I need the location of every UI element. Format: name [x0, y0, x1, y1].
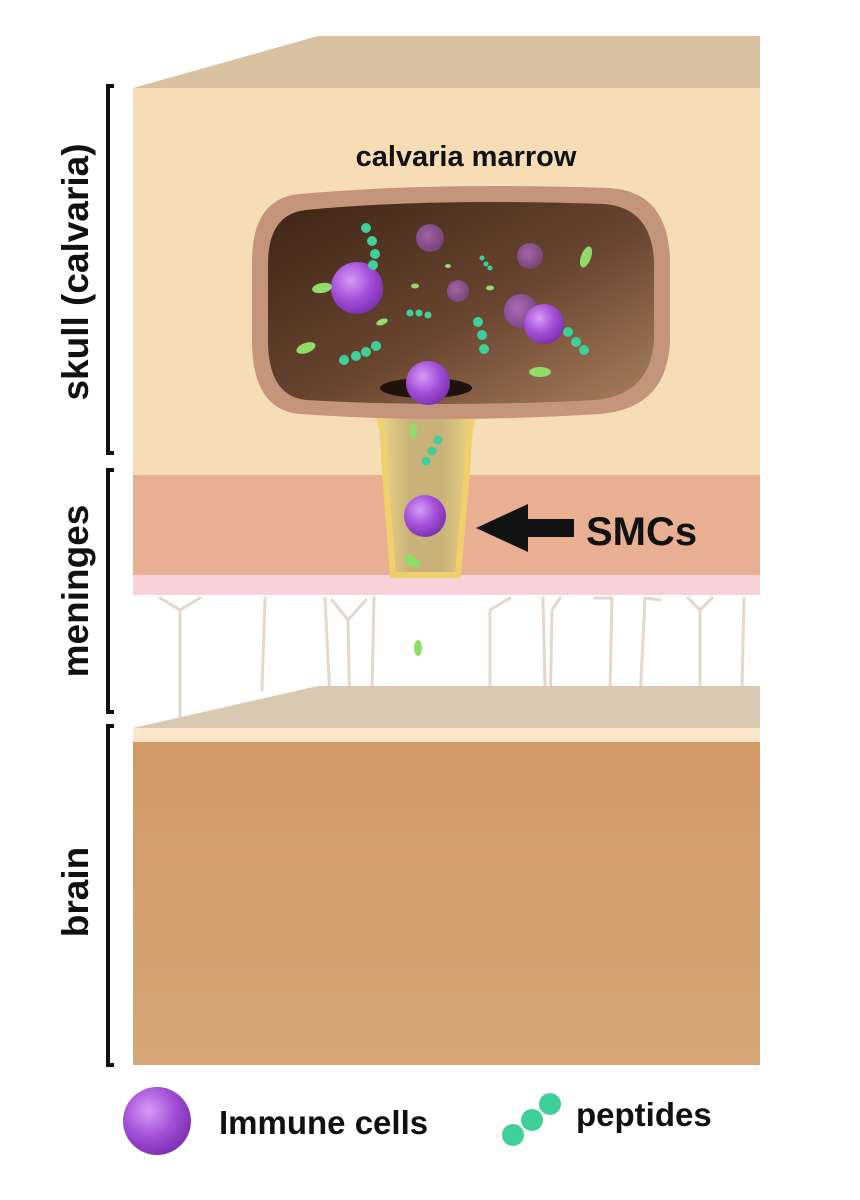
brain-label: brain — [55, 847, 96, 937]
immune-cell — [404, 495, 446, 537]
vesicle — [445, 264, 451, 268]
peptide — [433, 435, 443, 445]
immune-cell — [416, 224, 444, 252]
immune-cell — [406, 361, 450, 405]
vesicle — [409, 423, 417, 439]
vesicle — [529, 367, 551, 377]
legend-immune-cells-label: Immune cells — [219, 1104, 428, 1141]
immune-cell — [331, 262, 383, 314]
peptide — [483, 261, 489, 267]
peptide — [415, 309, 423, 317]
arachnoid-trabeculae — [158, 596, 746, 722]
smcs-arrow — [476, 504, 574, 552]
immune-cell — [517, 243, 543, 269]
vesicle — [296, 342, 316, 354]
skull-top-surface — [133, 36, 760, 88]
immune-cell — [524, 304, 564, 344]
vesicle — [376, 318, 388, 326]
vesicle — [414, 640, 422, 656]
vesicle — [579, 246, 593, 268]
channel-contents — [403, 423, 446, 656]
arachnoid-membrane — [133, 575, 760, 595]
peptide — [487, 265, 493, 271]
peptide — [479, 344, 489, 354]
legend-immune-cell-swatch — [123, 1087, 191, 1155]
immune-cell — [447, 280, 469, 302]
marrow-contents — [296, 223, 593, 405]
smcs-label: SMCs — [586, 510, 697, 554]
vesicle — [312, 282, 332, 294]
peptide — [367, 236, 377, 246]
peptide — [371, 341, 381, 351]
marrow-label: calvaria marrow — [356, 141, 577, 173]
peptide — [479, 255, 485, 261]
dura-edge — [133, 728, 760, 742]
brain-layer — [133, 742, 760, 1065]
peptide — [579, 345, 589, 355]
legend-peptides-label: peptides — [576, 1096, 712, 1133]
legend: Immune cells peptides — [123, 1087, 712, 1155]
peptide — [421, 456, 431, 466]
peptide — [368, 260, 378, 270]
vesicle — [403, 554, 421, 568]
meninges-label: meninges — [55, 505, 96, 678]
peptide — [563, 327, 573, 337]
peptide — [424, 311, 432, 319]
vesicle — [486, 285, 494, 291]
peptide — [477, 330, 487, 340]
peptide — [339, 355, 349, 365]
subarachnoid-space — [133, 595, 760, 700]
brain-top-surface — [133, 686, 760, 728]
peptide — [571, 337, 581, 347]
peptide — [351, 351, 361, 361]
peptide — [361, 223, 371, 233]
layer-brackets — [106, 84, 114, 1067]
legend-peptides-swatch — [502, 1093, 561, 1146]
vesicle — [411, 283, 419, 289]
marrow-cavity — [268, 202, 654, 404]
brain-bracket — [106, 724, 114, 1067]
peptide — [473, 317, 483, 327]
meninges-bracket — [106, 468, 114, 714]
peptide — [427, 446, 437, 456]
skull-bracket — [106, 84, 114, 455]
peptide — [406, 309, 414, 317]
peptide — [361, 347, 371, 357]
peptide — [370, 249, 380, 259]
skull-label: skull (calvaria) — [55, 143, 96, 400]
